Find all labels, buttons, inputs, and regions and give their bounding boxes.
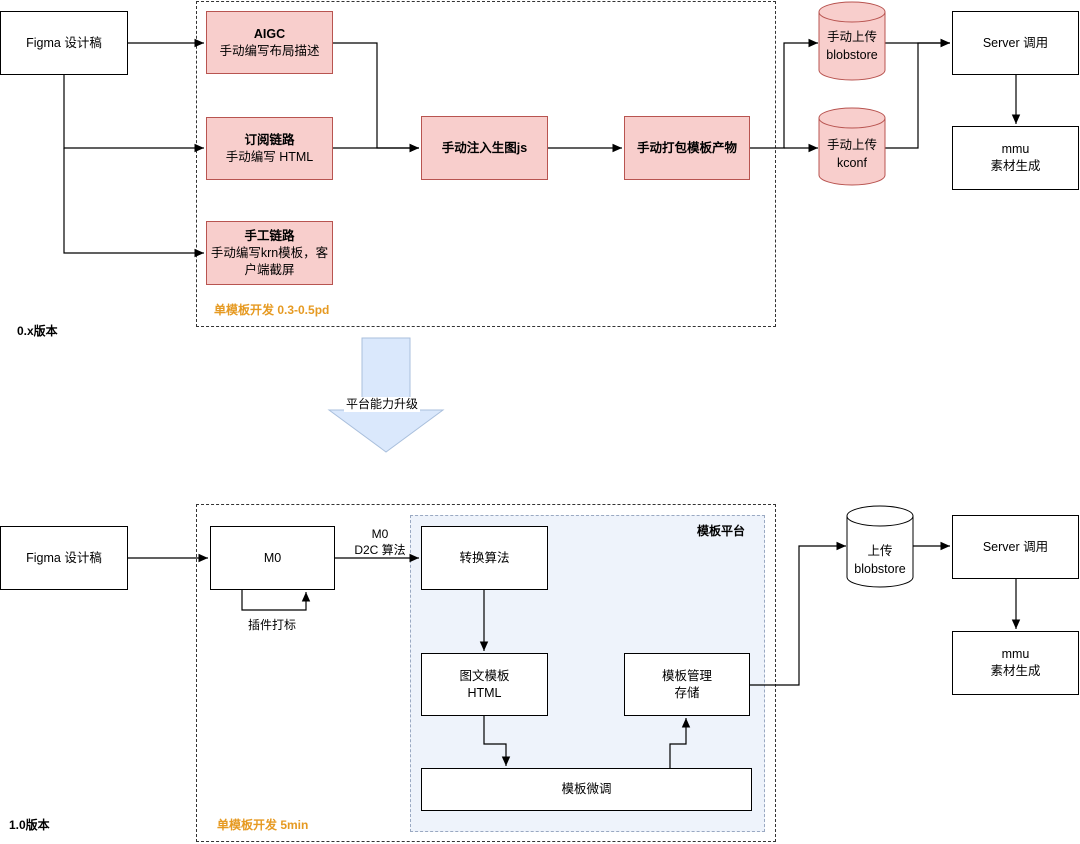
- bottom-region-label: 单模板开发 5min: [217, 818, 309, 832]
- aigc-box[interactable]: AIGC 手动编写布局描述: [206, 11, 333, 74]
- cylinder-upload-blobstore: [818, 1, 886, 81]
- subscription-desc: 手动编写 HTML: [225, 149, 314, 164]
- top-dev-region: [196, 1, 776, 327]
- upload-blobstore-line2: blobstore: [826, 48, 878, 62]
- cylinder-upload-kconf: [818, 107, 886, 186]
- bottom-dev-region: [196, 504, 776, 842]
- figma-design-box-2[interactable]: Figma 设计稿: [0, 526, 128, 590]
- version-10-label: 1.0版本: [9, 818, 50, 832]
- subscription-chain-box[interactable]: 订阅链路 手动编写 HTML: [206, 117, 333, 180]
- template-platform-title: 模板平台: [697, 524, 746, 538]
- figma-design-label: Figma 设计稿: [26, 35, 102, 50]
- manual-desc: 手动编写krn模板，客户端截屏: [210, 245, 329, 277]
- template-management-box[interactable]: 模板管理 存储: [624, 653, 750, 716]
- upload-blobstore-2-text: 上传 blobstore: [847, 540, 913, 580]
- edge-label-line1: M0: [371, 527, 389, 541]
- pack-template-label: 手动打包模板产物: [636, 140, 737, 155]
- template-fine-tune-box[interactable]: 模板微调: [421, 768, 752, 811]
- inject-js-label: 手动注入生图js: [441, 140, 528, 155]
- aigc-title: AIGC: [253, 26, 286, 41]
- edge-tune-mgmt: [669, 718, 691, 768]
- template-management-line2: 存储: [674, 685, 700, 700]
- upload-kconf-text: 手动上传 kconf: [819, 134, 885, 174]
- upgrade-block-arrow: [327, 337, 445, 453]
- upload-blobstore-2-line2: blobstore: [854, 562, 906, 576]
- edge-kconf-server: [885, 38, 950, 149]
- m0-label: M0: [263, 550, 282, 565]
- upgrade-label: 平台能力升级: [344, 397, 421, 412]
- edge-figma-manual: [63, 148, 204, 258]
- graphic-template-html-box[interactable]: 图文模板 HTML: [421, 653, 548, 716]
- inject-js-box[interactable]: 手动注入生图js: [421, 116, 548, 180]
- server-call-label-2: Server 调用: [982, 539, 1049, 554]
- manual-title: 手工链路: [244, 228, 295, 243]
- edge-mgmt-upload: [750, 541, 846, 686]
- version-0x-label: 0.x版本: [17, 324, 58, 338]
- pack-template-box[interactable]: 手动打包模板产物: [624, 116, 750, 180]
- plugin-mark-label: 插件打标: [248, 618, 297, 632]
- template-fine-tune-label: 模板微调: [561, 782, 612, 796]
- edge-tpl-tune: [483, 716, 511, 766]
- upload-blobstore-text: 手动上传 blobstore: [819, 26, 885, 66]
- upload-blobstore-line1: 手动上传: [826, 30, 877, 44]
- cylinder-upload-blobstore-2: [846, 505, 914, 588]
- mmu-material-box[interactable]: mmu 素材生成: [952, 126, 1079, 190]
- mmu-line2: 素材生成: [990, 159, 1041, 173]
- mmu-line1: mmu: [1001, 142, 1030, 156]
- top-region-label: 单模板开发 0.3-0.5pd: [214, 303, 330, 317]
- edge-aigc-inject: [333, 42, 419, 153]
- upload-blobstore-2-line1: 上传: [867, 544, 893, 558]
- edge-pack-blob: [750, 38, 818, 149]
- manual-chain-box[interactable]: 手工链路 手动编写krn模板，客户端截屏: [206, 221, 333, 285]
- graphic-template-line2: HTML: [467, 685, 502, 700]
- template-management-line1: 模板管理: [661, 668, 712, 683]
- figma-design-box[interactable]: Figma 设计稿: [0, 11, 128, 75]
- edge-label-m0-d2c: M0 D2C 算法: [350, 526, 410, 558]
- convert-algorithm-box[interactable]: 转换算法: [421, 526, 548, 590]
- edge-figma-sub: [63, 75, 204, 153]
- subscription-title: 订阅链路: [244, 132, 295, 147]
- upload-kconf-line2: kconf: [837, 156, 867, 170]
- figma-design-label-2: Figma 设计稿: [26, 550, 102, 565]
- convert-algorithm-label: 转换算法: [459, 550, 510, 565]
- upload-kconf-line1: 手动上传: [826, 138, 877, 152]
- server-call-label: Server 调用: [982, 35, 1049, 50]
- edge-m0-selfloop: [241, 590, 311, 611]
- graphic-template-line1: 图文模板: [459, 668, 510, 683]
- server-call-box[interactable]: Server 调用: [952, 11, 1079, 75]
- server-call-box-2[interactable]: Server 调用: [952, 515, 1079, 579]
- edge-label-line2: D2C 算法: [354, 543, 406, 557]
- mmu-2-line2: 素材生成: [990, 664, 1041, 678]
- aigc-desc: 手动编写布局描述: [219, 43, 320, 58]
- mmu-2-line1: mmu: [1001, 647, 1030, 661]
- mmu-material-box-2[interactable]: mmu 素材生成: [952, 631, 1079, 695]
- m0-box[interactable]: M0: [210, 526, 335, 590]
